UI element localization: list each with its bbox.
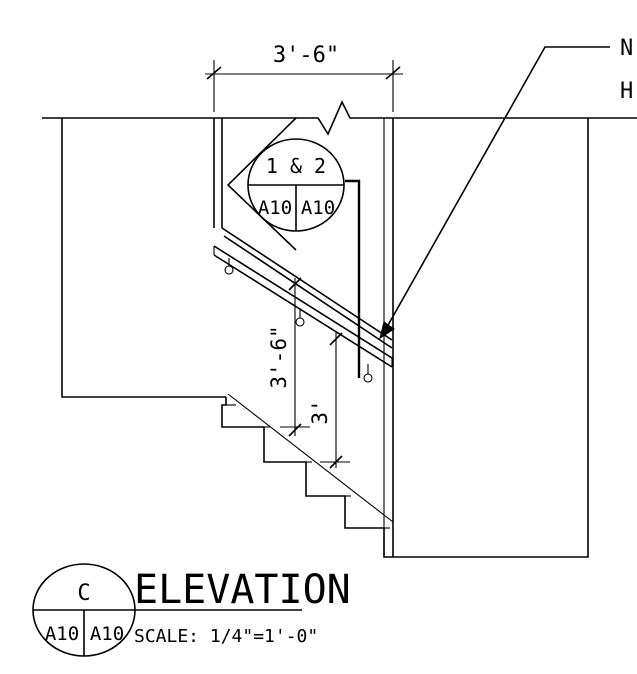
detail-marker-sheet-left: A10	[258, 197, 292, 219]
title-block-sheet-right: A10	[90, 623, 124, 645]
title-block: C A10 A10 ELEVATION SCALE: 1/4"=1'-0"	[32, 563, 351, 657]
rail-height-dimension: 3'-6"	[267, 277, 302, 437]
nosing-height-dimension-text: 3'	[308, 399, 332, 424]
wall-outline	[61, 118, 589, 558]
rail-brackets	[224, 258, 373, 383]
top-width-dimension: 3'-6"	[205, 43, 403, 112]
drawing-title: ELEVATION	[134, 567, 351, 613]
section-cut-triangle	[226, 117, 297, 251]
callout-leader: N H	[379, 36, 633, 340]
top-width-dimension-text: 3'-6"	[273, 43, 339, 68]
handrail	[213, 227, 393, 368]
title-block-letter: C	[77, 581, 90, 606]
rail-height-dimension-text: 3'-6"	[267, 325, 291, 388]
newel-post	[345, 179, 361, 378]
callout-note-line-1: N	[620, 36, 633, 61]
nosing-height-dimension: 3'	[280, 332, 350, 469]
stair-steps	[221, 393, 394, 558]
floor-line	[42, 100, 637, 136]
callout-note-line-2: H	[620, 79, 633, 104]
drawing-scale: SCALE: 1/4"=1'-0"	[134, 626, 318, 647]
detail-marker: 1 & 2 A10 A10	[247, 138, 345, 232]
detail-marker-number: 1 & 2	[266, 154, 326, 178]
detail-marker-sheet-right: A10	[301, 197, 335, 219]
top-guard-posts	[213, 118, 223, 228]
title-block-sheet-left: A10	[45, 623, 79, 645]
